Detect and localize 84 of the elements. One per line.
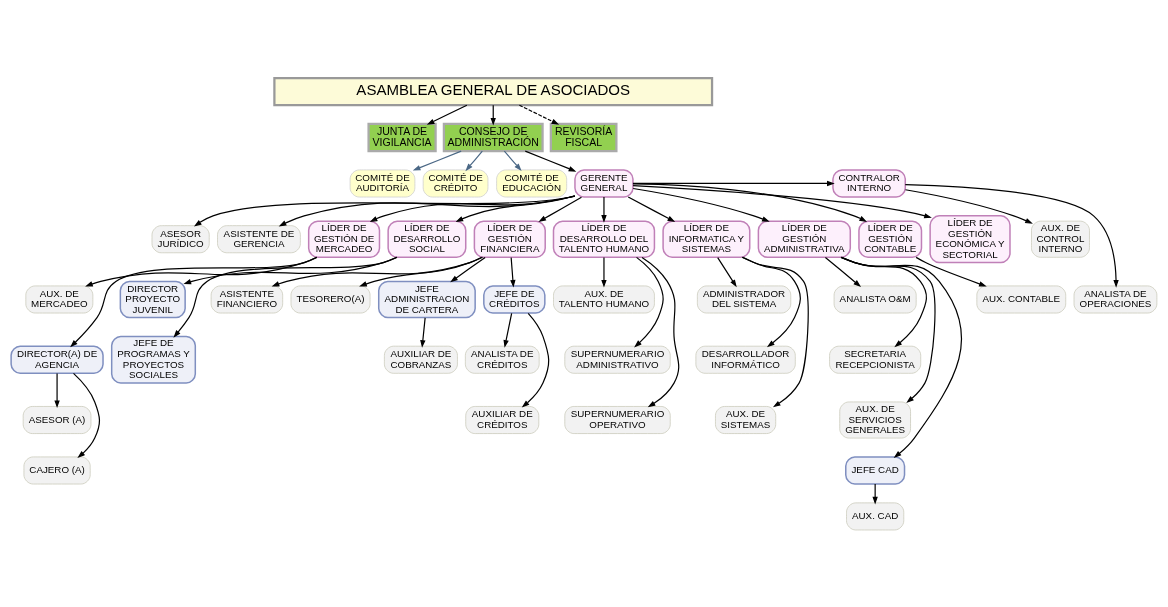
node-box: AUXILIAR DE CRÉDITOS (465, 405, 540, 434)
node-box: COMITÉ DE EDUCACIÓN (496, 169, 568, 197)
node-box: LÍDER DE GESTIÓN ECONÓMICA Y SECTORIAL (929, 214, 1011, 263)
node-box: DIRECTOR(A) DE AGENCIA (10, 344, 104, 374)
arrow (632, 182, 868, 222)
arrow (601, 256, 607, 288)
node-box: AUX. CONTABLE (976, 285, 1067, 313)
arrow (271, 256, 484, 287)
node-box: AUX. CAD (846, 502, 905, 530)
node-box: DIRECTOR PROYECTO JUVENIL (119, 280, 186, 318)
arrow (627, 195, 676, 222)
node-box: DESARROLLADOR INFORMÁTICO (695, 345, 796, 374)
arrow (641, 256, 680, 407)
node-box: JEFE DE PROGRAMAS Y PROYECTOS SOCIALES (110, 335, 197, 384)
arrow (369, 194, 576, 222)
arrow (173, 256, 398, 338)
node-box: AUX. DE SISTEMAS (715, 405, 777, 434)
node-box: TESORERO(A) (290, 285, 371, 313)
node-box: ANALISTA DE OPERACIONES (1073, 285, 1158, 313)
node-box: SUPERNUMERARIO OPERATIVO (564, 405, 671, 434)
arrow (72, 372, 101, 458)
arrow (632, 184, 932, 218)
arrow (412, 150, 462, 171)
node-box: AUX. DE SERVICIOS GENERALES (839, 401, 911, 438)
arrow (524, 150, 577, 172)
node-box: LÍDER DE DESARROLLO SOCIAL (387, 219, 467, 258)
arrow (503, 150, 522, 171)
arrow (450, 256, 486, 282)
node-box: ASESOR JURÍDICO (151, 224, 210, 253)
node-box: ASISTENTE DE GERENCIA (217, 224, 301, 253)
node-box: JEFE DE CRÉDITOS (483, 284, 546, 314)
arrow (521, 312, 550, 407)
node-box: LÍDER DE INFORMATICA Y SISTEMAS (662, 219, 751, 258)
node-box: COMITÉ DE AUDITORÍA (349, 169, 416, 197)
arrow (741, 256, 809, 407)
arrow (420, 316, 426, 348)
arrow (717, 256, 737, 287)
arrow (824, 256, 862, 287)
node-box: ADMINISTRADOR DEL SISTEMA (697, 285, 792, 313)
arrow (840, 256, 928, 347)
node-box: JEFE ADMINISTRACION DE CARTERA (377, 280, 476, 318)
arrow (742, 256, 801, 347)
node-box: COMITÉ DE CRÉDITO (422, 169, 489, 197)
node-box: JEFE CAD (845, 455, 906, 485)
node-box: LÍDER DE DESARROLLO DEL TALENTO HUMANO (552, 219, 656, 258)
arrow (915, 256, 987, 287)
node-box: CONTRALOR INTERNO (832, 168, 907, 198)
arrow (872, 483, 878, 505)
node-box: ASISTENTE FINANCIERO (210, 285, 284, 313)
node-box: ASESOR (A) (22, 405, 92, 434)
arrow (510, 256, 516, 288)
arrow (465, 150, 483, 171)
node-box: CAJERO (A) (23, 456, 91, 484)
arrow (634, 256, 664, 347)
node-box: LÍDER DE GESTIÓN DE MERCADEO (307, 219, 381, 258)
arrow (359, 256, 483, 286)
arrow (70, 256, 318, 347)
node-box: AUX. DE TALENTO HUMANO (553, 285, 655, 313)
node-box: AUX. DE CONTROL INTERNO (1031, 220, 1090, 258)
node-box: LÍDER DE GESTIÓN ADMINISTRATIVA (757, 219, 852, 258)
arrow (904, 183, 1119, 288)
arrow (538, 196, 583, 222)
node-box: REVISORÍA FISCAL (549, 122, 618, 152)
node-box: AUXILIAR DE COBRANZAS (384, 345, 458, 374)
node-box: ASAMBLEA GENERAL DE ASOCIADOS (273, 76, 714, 106)
arrow (840, 256, 936, 403)
arrow (455, 194, 576, 222)
arrow (54, 372, 60, 408)
arrow (193, 194, 576, 227)
arrow (904, 188, 1033, 224)
node-box: AUX. DE MERCADEO (25, 285, 94, 313)
node-box: CONSEJO DE ADMINISTRACIÓN (442, 122, 544, 152)
node-box: LÍDER DE GESTIÓN FINANCIERA (473, 219, 546, 258)
node-box: ANALISTA O&M (833, 285, 917, 313)
arrow (278, 194, 576, 226)
node-box: JUNTA DE VIGILANCIA (367, 122, 437, 152)
arrow (503, 312, 513, 348)
node-box: SUPERNUMERARIO ADMINISTRATIVO (564, 345, 671, 374)
node-box: ANALISTA DE CRÉDITOS (465, 345, 540, 374)
node-box: SECRETARIA RECEPCIONISTA (829, 345, 922, 374)
node-box: GERENTE GENERAL (574, 168, 634, 198)
node-box: LÍDER DE GESTIÓN CONTABLE (858, 219, 923, 258)
arrow (632, 187, 770, 222)
arrow (601, 195, 607, 223)
